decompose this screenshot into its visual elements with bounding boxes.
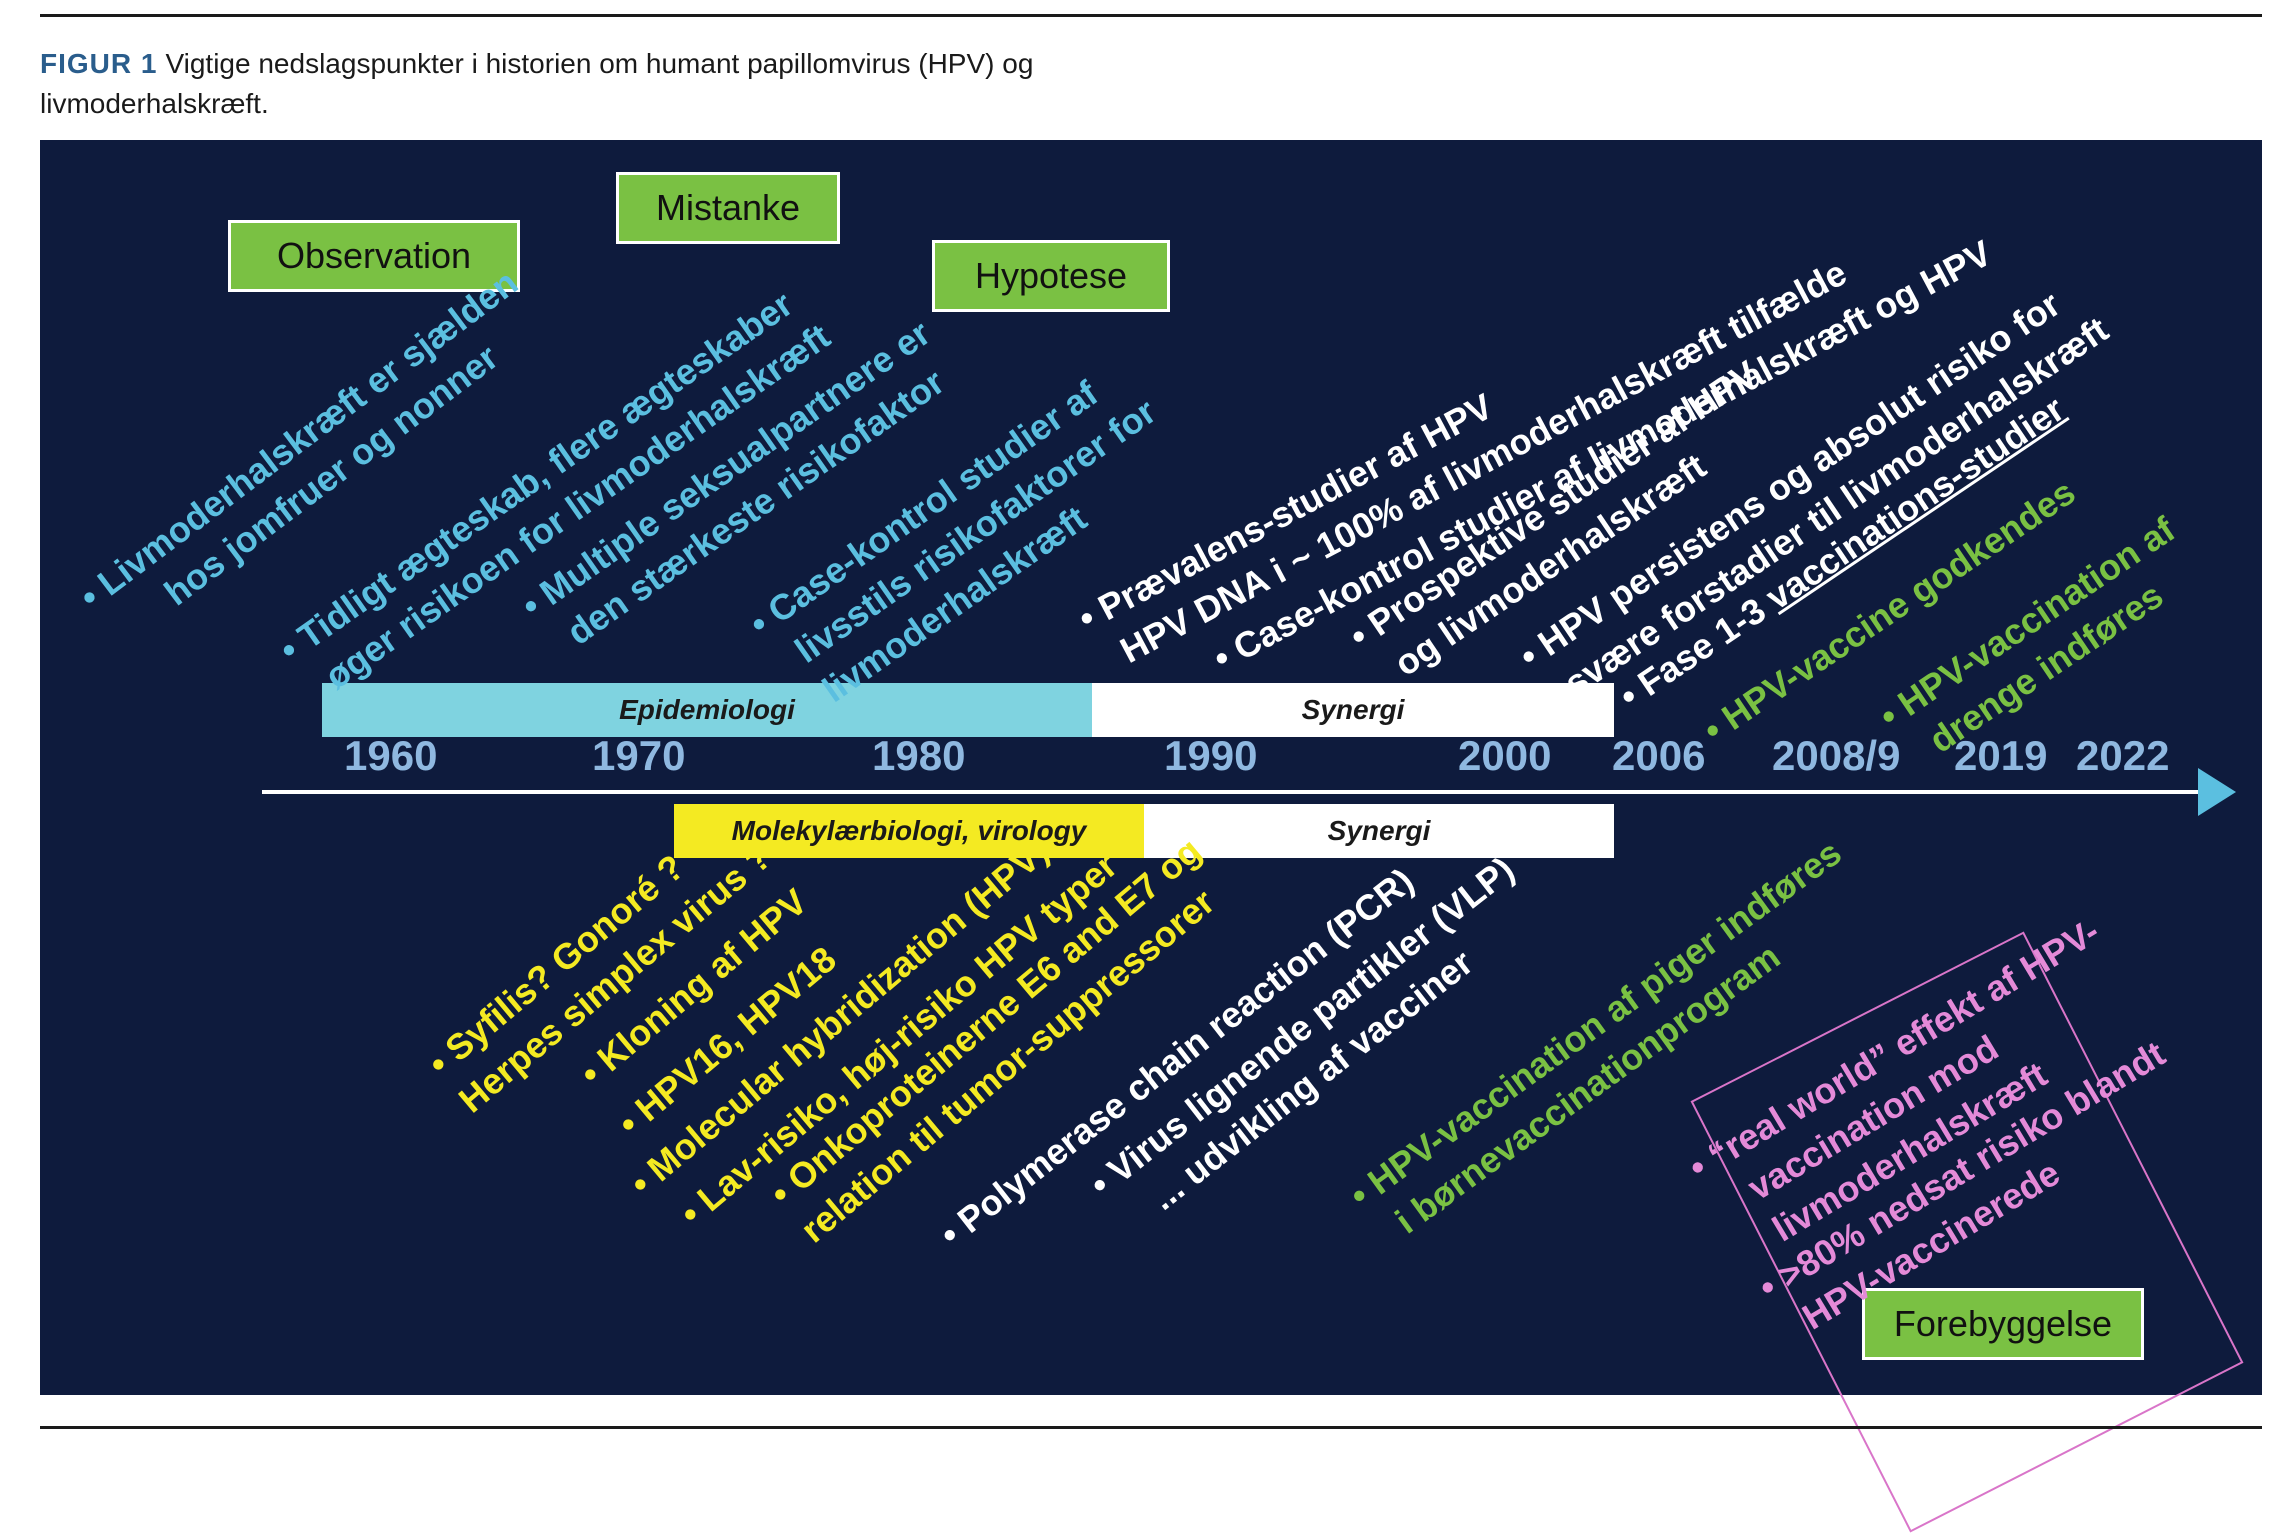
year-1970: 1970	[592, 732, 686, 779]
year-1990: 1990	[1164, 732, 1258, 779]
stage-mistanke: Mistanke	[616, 172, 840, 244]
year-2022: 2022	[2076, 732, 2170, 779]
year-2000: 2000	[1458, 732, 1552, 779]
timeline-panel: Observation Mistanke Hypotese Forebyggel…	[40, 140, 2262, 1533]
stage-observation: Observation	[228, 220, 520, 292]
bar-molekylaer: Molekylærbiologi, virology	[674, 804, 1144, 858]
stage-forebyggelse: Forebyggelse	[1862, 1288, 2144, 1360]
bar-synergi-bottom: Synergi	[1144, 804, 1614, 858]
top-rule	[40, 14, 2262, 17]
axis-arrowhead	[2198, 768, 2236, 816]
year-1960: 1960	[344, 732, 438, 779]
year-2008-9: 2008/9	[1772, 732, 1901, 779]
bar-epidemiologi: Epidemiologi	[322, 683, 1092, 737]
stage-hypotese: Hypotese	[932, 240, 1170, 312]
bar-synergi-top: Synergi	[1092, 683, 1614, 737]
year-1980: 1980	[872, 732, 966, 779]
timeline-axis	[262, 768, 2236, 816]
year-2019: 2019	[1954, 732, 2048, 779]
bottom-rule	[40, 1426, 2262, 1429]
caption-label: FIGUR 1	[40, 48, 158, 79]
caption-text: Vigtige nedslagspunkter i historien om h…	[40, 48, 1034, 119]
year-2006: 2006	[1612, 732, 1706, 779]
